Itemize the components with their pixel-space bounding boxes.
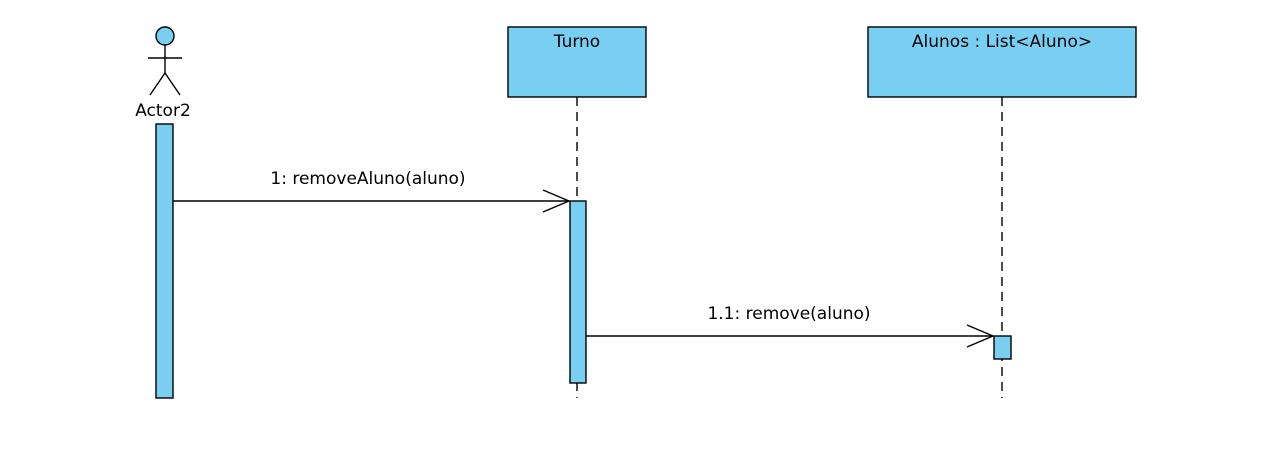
message-1[interactable]: 1: removeAluno(aluno) <box>173 169 571 213</box>
actor-activation-bar <box>155 123 174 399</box>
lifeline-box-turno <box>507 26 647 98</box>
activation-bar-alunos <box>993 335 1012 360</box>
actor-label: Actor2 <box>135 101 191 121</box>
lifeline-alunos[interactable]: Alunos : List<Aluno> <box>867 26 1137 398</box>
lifeline-label-turno: Turno <box>553 32 600 52</box>
message-1-1-label: 1.1: remove(aluno) <box>707 304 870 324</box>
lifeline-box-alunos <box>867 26 1137 98</box>
message-1-1-arrowhead-icon <box>966 324 995 348</box>
lifeline-label-alunos: Alunos : List<Aluno> <box>912 32 1092 52</box>
actor-actor2[interactable]: Actor2 <box>135 26 191 121</box>
lifeline-turno[interactable]: Turno <box>507 26 647 398</box>
actor-stick-figure-icon <box>148 26 182 96</box>
activation-bar-turno <box>569 200 587 384</box>
message-1-1[interactable]: 1.1: remove(aluno) <box>586 304 995 348</box>
message-1-arrowhead-icon <box>542 189 571 213</box>
message-1-label: 1: removeAluno(aluno) <box>270 169 465 189</box>
